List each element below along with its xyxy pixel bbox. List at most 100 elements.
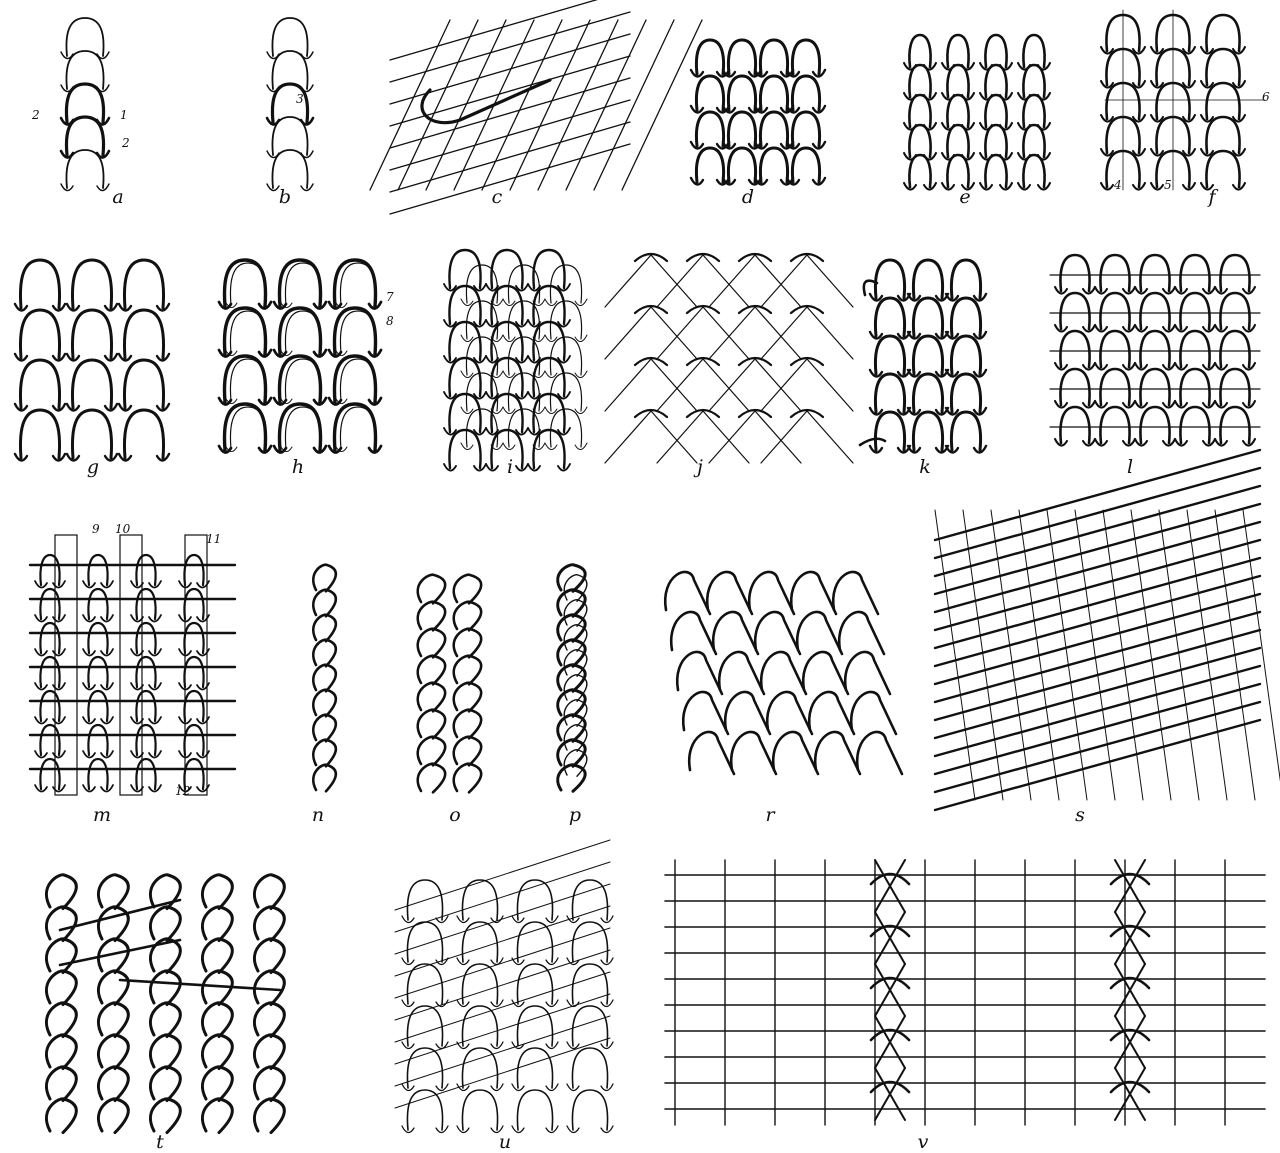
knit-loop bbox=[1220, 293, 1249, 329]
diagonal-loop bbox=[797, 612, 842, 654]
panel-m bbox=[30, 535, 235, 795]
net-line bbox=[605, 255, 651, 307]
chain-link bbox=[254, 907, 284, 941]
knit-loop bbox=[550, 409, 581, 447]
chain-link bbox=[254, 1099, 284, 1133]
knit-loop bbox=[533, 250, 564, 288]
chain-link bbox=[202, 1099, 232, 1133]
panel-i bbox=[440, 245, 585, 460]
knit-loop bbox=[272, 150, 307, 188]
knit-loop bbox=[947, 125, 968, 157]
knit-loop bbox=[728, 112, 755, 146]
panel-a-caption: a bbox=[112, 186, 123, 208]
knit-loop bbox=[88, 589, 107, 619]
diagonal-loop bbox=[761, 652, 806, 694]
knit-loop bbox=[728, 76, 755, 110]
net-loop bbox=[687, 306, 719, 313]
callout-number: 5 bbox=[1164, 178, 1172, 192]
knit-loop bbox=[136, 555, 155, 585]
chain-link bbox=[202, 907, 232, 941]
lattice-line bbox=[390, 122, 630, 192]
panel-j bbox=[610, 245, 800, 455]
chain-link bbox=[202, 1035, 232, 1069]
knit-loop bbox=[728, 148, 755, 182]
net-line bbox=[807, 255, 853, 307]
panel-k bbox=[855, 255, 1010, 455]
knit-loop bbox=[985, 125, 1006, 157]
knit-loop bbox=[1206, 151, 1239, 187]
chain-link bbox=[98, 1067, 128, 1101]
panel-o-caption: o bbox=[449, 804, 460, 826]
inlay-line bbox=[395, 950, 610, 1020]
chain-link bbox=[313, 665, 336, 692]
diagonal-yarn bbox=[935, 468, 1260, 558]
knit-loop bbox=[449, 250, 480, 288]
knit-loop bbox=[913, 412, 942, 450]
knit-loop bbox=[285, 311, 320, 353]
knit-loop bbox=[72, 360, 111, 408]
diagonal-loop bbox=[683, 692, 728, 734]
inlay-line bbox=[395, 928, 610, 998]
knit-loop bbox=[340, 407, 375, 449]
chain-link bbox=[418, 656, 445, 685]
knit-loop bbox=[1180, 255, 1209, 291]
net-loop bbox=[635, 306, 667, 313]
callout-number: 12 bbox=[175, 784, 190, 798]
callout-number: 11 bbox=[206, 532, 221, 546]
knit-loop bbox=[985, 65, 1006, 97]
chain-link bbox=[254, 939, 284, 973]
panel-s-caption: s bbox=[1075, 804, 1085, 826]
knit-loop bbox=[230, 407, 265, 449]
net-line bbox=[755, 411, 801, 463]
knit-loop bbox=[40, 691, 59, 721]
knit-loop bbox=[1206, 15, 1239, 51]
chain-link bbox=[254, 875, 284, 909]
chain-link bbox=[558, 690, 585, 717]
knit-loop bbox=[792, 76, 819, 110]
knit-loop bbox=[947, 65, 968, 97]
net-line bbox=[657, 255, 703, 307]
net-loop bbox=[791, 306, 823, 313]
panel-t bbox=[40, 870, 290, 1135]
chain-link bbox=[418, 737, 445, 766]
panel-r-caption: r bbox=[765, 804, 774, 826]
knit-loop bbox=[1206, 49, 1239, 85]
net-loop bbox=[687, 254, 719, 261]
knit-loop bbox=[136, 589, 155, 619]
knit-loop bbox=[72, 310, 111, 358]
knit-loop bbox=[1060, 369, 1089, 405]
chain-link bbox=[313, 740, 336, 767]
net-line bbox=[755, 255, 801, 307]
callout-number: 7 bbox=[386, 290, 394, 304]
knit-loop bbox=[136, 623, 155, 653]
chain-link bbox=[313, 690, 336, 717]
panel-l-caption: l bbox=[1127, 456, 1133, 478]
knit-loop bbox=[1180, 331, 1209, 367]
knit-loop bbox=[913, 336, 942, 374]
knit-loop bbox=[20, 410, 59, 458]
chain-link bbox=[46, 875, 76, 909]
knit-loop bbox=[875, 412, 904, 450]
net-loop bbox=[791, 254, 823, 261]
net-line bbox=[761, 255, 807, 307]
panel-b bbox=[250, 10, 330, 190]
panel-c-drawing bbox=[390, 20, 630, 190]
knit-loop bbox=[184, 589, 203, 619]
chain-link bbox=[418, 629, 445, 658]
chain-link bbox=[418, 602, 445, 631]
knit-loop bbox=[550, 265, 581, 303]
net-line bbox=[761, 411, 807, 463]
knit-loop bbox=[1180, 369, 1209, 405]
knit-loop bbox=[1220, 255, 1249, 291]
chain-link bbox=[202, 939, 232, 973]
knit-loop bbox=[136, 759, 155, 789]
knit-loop bbox=[1140, 255, 1169, 291]
chain-link bbox=[98, 1003, 128, 1037]
knit-loop bbox=[20, 310, 59, 358]
panel-g-caption: g bbox=[87, 456, 99, 478]
net-line bbox=[651, 411, 697, 463]
diagonal-yarn bbox=[935, 684, 1260, 774]
knit-loop bbox=[40, 623, 59, 653]
diagonal-yarn bbox=[935, 666, 1260, 756]
